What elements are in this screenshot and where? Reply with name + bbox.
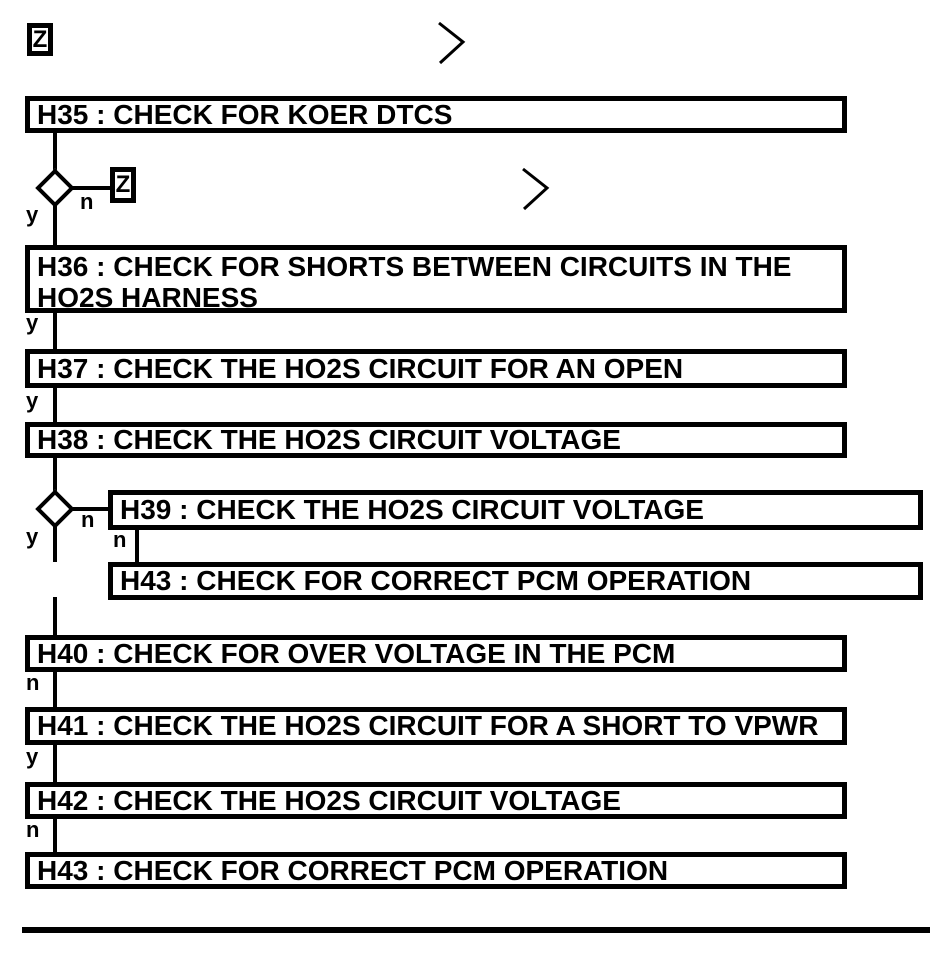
branch-label-no-h42: n — [26, 817, 40, 842]
step-box-h37: H37 : CHECK THE HO2S CIRCUIT FOR AN OPEN — [25, 349, 847, 388]
page-divider — [22, 927, 930, 933]
step-label: H43 : CHECK FOR CORRECT PCM OPERATION — [37, 854, 669, 886]
branch-label-no-d2: n — [81, 507, 95, 532]
branch-label-yes-h37: y — [26, 388, 39, 413]
step-label: H43 : CHECK FOR CORRECT PCM OPERATION — [120, 565, 752, 596]
connector-z-label: Z — [115, 171, 131, 198]
step-label: H37 : CHECK THE HO2S CIRCUIT FOR AN OPEN — [37, 352, 684, 384]
step-box-h43-lower: H43 : CHECK FOR CORRECT PCM OPERATION — [25, 852, 847, 889]
step-box-h35: H35 : CHECK FOR KOER DTCS — [25, 96, 847, 133]
flow-line-h35-d1 — [53, 132, 57, 171]
branch-label-yes-h41: y — [26, 744, 39, 769]
flow-line-h42-h43b — [53, 819, 57, 852]
step-box-h43-upper: H43 : CHECK FOR CORRECT PCM OPERATION — [108, 562, 923, 600]
step-box-h39: H39 : CHECK THE HO2S CIRCUIT VOLTAGE — [108, 490, 923, 530]
flow-line-d2-h40-lower — [53, 597, 57, 635]
step-box-h41: H41 : CHECK THE HO2S CIRCUIT FOR A SHORT… — [25, 707, 847, 745]
branch-label-no-h39: n — [113, 527, 127, 552]
flow-line-d1-h36 — [53, 202, 57, 245]
offpage-connector-z-top: Z — [27, 23, 53, 56]
flow-line-d2-h40-upper — [53, 523, 57, 562]
step-label: H40 : CHECK FOR OVER VOLTAGE IN THE PCM — [37, 637, 676, 669]
step-label: H36 : CHECK FOR SHORTS BETWEEN CIRCUITS … — [37, 251, 792, 313]
flow-line-h37-h38 — [53, 388, 57, 422]
step-label: H38 : CHECK THE HO2S CIRCUIT VOLTAGE — [37, 424, 621, 455]
continuation-chevron-icon-mid — [522, 167, 550, 211]
step-box-h42: H42 : CHECK THE HO2S CIRCUIT VOLTAGE — [25, 782, 847, 819]
flow-line-d1-z — [72, 186, 110, 190]
offpage-connector-z-branch: Z — [110, 167, 136, 203]
flow-line-h41-h42 — [53, 745, 57, 782]
step-box-h40: H40 : CHECK FOR OVER VOLTAGE IN THE PCM — [25, 635, 847, 672]
flow-line-h38-d2 — [53, 458, 57, 495]
step-label: H41 : CHECK THE HO2S CIRCUIT FOR A SHORT… — [37, 710, 819, 741]
branch-label-yes-h36: y — [26, 310, 39, 335]
branch-label-no-d1: n — [80, 189, 94, 214]
flow-line-h39-h43a — [135, 530, 139, 562]
continuation-chevron-icon-top — [438, 21, 466, 65]
step-box-h38: H38 : CHECK THE HO2S CIRCUIT VOLTAGE — [25, 422, 847, 458]
branch-label-no-h40: n — [26, 670, 40, 695]
flow-line-h40-h41 — [53, 672, 57, 707]
step-label: H39 : CHECK THE HO2S CIRCUIT VOLTAGE — [120, 494, 704, 525]
branch-label-yes-d2: y — [26, 524, 39, 549]
branch-label-yes-d1: y — [26, 202, 39, 227]
flow-line-h36-h37 — [53, 313, 57, 349]
connector-z-label: Z — [32, 25, 48, 53]
flow-line-d2-h39 — [73, 507, 108, 511]
step-box-h36: H36 : CHECK FOR SHORTS BETWEEN CIRCUITS … — [25, 245, 847, 313]
step-label: H42 : CHECK THE HO2S CIRCUIT VOLTAGE — [37, 784, 621, 816]
step-label: H35 : CHECK FOR KOER DTCS — [37, 98, 453, 130]
